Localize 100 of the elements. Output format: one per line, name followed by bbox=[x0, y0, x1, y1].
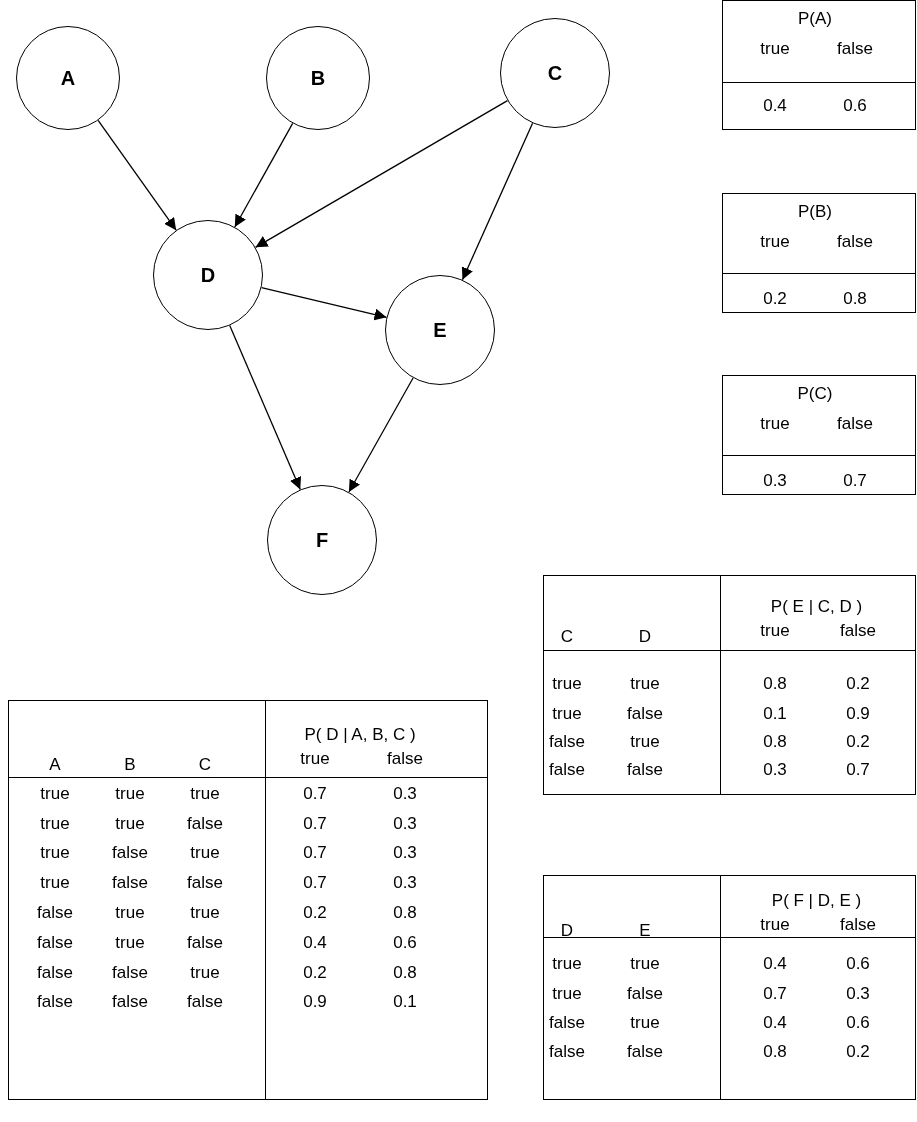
arrow bbox=[254, 100, 509, 248]
column-header: false bbox=[840, 915, 876, 933]
probability-value: 0.3 bbox=[393, 814, 417, 832]
node-label: C bbox=[547, 61, 563, 86]
probability-value: 0.3 bbox=[393, 873, 417, 891]
node-label: F bbox=[315, 528, 329, 553]
probability-value: 0.7 bbox=[303, 873, 327, 891]
probability-value: 0.3 bbox=[763, 471, 787, 489]
probability-value: 0.2 bbox=[763, 289, 787, 307]
column-header: D bbox=[638, 627, 652, 645]
column-header: true bbox=[760, 621, 790, 639]
probability-value: 0.7 bbox=[303, 814, 327, 832]
table-value: true bbox=[552, 704, 582, 722]
table-value: true bbox=[40, 814, 70, 832]
column-header: false bbox=[387, 749, 423, 767]
probability-value: 0.7 bbox=[763, 984, 787, 1002]
probability-value: 0.8 bbox=[393, 903, 417, 921]
probability-value: 0.3 bbox=[846, 984, 870, 1002]
probability-value: 0.7 bbox=[303, 784, 327, 802]
node-label: A bbox=[60, 66, 76, 91]
table-title: P(A) bbox=[798, 9, 832, 27]
probability-value: 0.7 bbox=[843, 471, 867, 489]
table-value: false bbox=[549, 1013, 585, 1031]
arrow bbox=[229, 324, 302, 491]
table-value: false bbox=[37, 933, 73, 951]
probability-value: 0.1 bbox=[763, 704, 787, 722]
probability-value: 0.7 bbox=[303, 843, 327, 861]
table-value: false bbox=[112, 843, 148, 861]
table-value: true bbox=[630, 674, 660, 692]
table-value: false bbox=[627, 1042, 663, 1060]
probability-value: 0.7 bbox=[846, 760, 870, 778]
table-value: false bbox=[187, 992, 223, 1010]
probability-value: 0.4 bbox=[303, 933, 327, 951]
table-value: false bbox=[187, 933, 223, 951]
column-header: false bbox=[837, 414, 873, 432]
column-header: false bbox=[840, 621, 876, 639]
table-value: true bbox=[552, 674, 582, 692]
table-value: true bbox=[190, 903, 220, 921]
probability-value: 0.6 bbox=[846, 954, 870, 972]
table-value: true bbox=[115, 784, 145, 802]
table-value: false bbox=[627, 984, 663, 1002]
probability-value: 0.8 bbox=[843, 289, 867, 307]
table-value: true bbox=[190, 784, 220, 802]
table-value: true bbox=[40, 843, 70, 861]
table-value: false bbox=[112, 963, 148, 981]
table-value: true bbox=[115, 903, 145, 921]
probability-value: 0.6 bbox=[393, 933, 417, 951]
table-value: false bbox=[549, 1042, 585, 1060]
probability-value: 0.2 bbox=[846, 732, 870, 750]
table-value: true bbox=[630, 732, 660, 750]
table-value: true bbox=[552, 984, 582, 1002]
probability-value: 0.6 bbox=[846, 1013, 870, 1031]
table-title: P(C) bbox=[797, 384, 833, 402]
arrow bbox=[348, 377, 414, 493]
table-value: false bbox=[187, 873, 223, 891]
node-label: D bbox=[200, 263, 216, 288]
table-value: false bbox=[627, 704, 663, 722]
table-value: true bbox=[630, 1013, 660, 1031]
table-value: false bbox=[37, 992, 73, 1010]
table-title: P( D | A, B, C ) bbox=[304, 725, 416, 743]
arrow bbox=[97, 119, 177, 231]
probability-value: 0.8 bbox=[393, 963, 417, 981]
probability-value: 0.4 bbox=[763, 96, 787, 114]
probability-value: 0.9 bbox=[303, 992, 327, 1010]
table-title: P(B) bbox=[798, 202, 832, 220]
probability-value: 0.1 bbox=[393, 992, 417, 1010]
column-header: false bbox=[837, 39, 873, 57]
table-value: true bbox=[40, 784, 70, 802]
probability-value: 0.2 bbox=[303, 963, 327, 981]
column-header: C bbox=[560, 627, 574, 645]
table-value: false bbox=[37, 963, 73, 981]
table-title: P( F | D, E ) bbox=[771, 891, 862, 909]
arrow bbox=[234, 122, 294, 228]
table-value: true bbox=[115, 814, 145, 832]
column-header: true bbox=[760, 414, 790, 432]
probability-value: 0.8 bbox=[763, 732, 787, 750]
table-value: true bbox=[40, 873, 70, 891]
probability-value: 0.2 bbox=[846, 1042, 870, 1060]
arrow bbox=[461, 122, 534, 281]
probability-value: 0.2 bbox=[303, 903, 327, 921]
table-value: false bbox=[549, 732, 585, 750]
column-header: false bbox=[837, 232, 873, 250]
table-value: false bbox=[112, 992, 148, 1010]
table-title: P( E | C, D ) bbox=[770, 597, 863, 615]
probability-value: 0.3 bbox=[393, 784, 417, 802]
table-value: false bbox=[37, 903, 73, 921]
probability-value: 0.4 bbox=[763, 954, 787, 972]
column-header: true bbox=[760, 915, 790, 933]
table-value: false bbox=[112, 873, 148, 891]
table-value: true bbox=[115, 933, 145, 951]
table-value: true bbox=[630, 954, 660, 972]
column-header: C bbox=[198, 755, 212, 773]
node-label: B bbox=[310, 66, 326, 91]
column-header: true bbox=[760, 39, 790, 57]
table-value: true bbox=[552, 954, 582, 972]
probability-value: 0.4 bbox=[763, 1013, 787, 1031]
table-value: false bbox=[187, 814, 223, 832]
probability-value: 0.8 bbox=[763, 1042, 787, 1060]
column-header: true bbox=[760, 232, 790, 250]
probability-value: 0.3 bbox=[763, 760, 787, 778]
